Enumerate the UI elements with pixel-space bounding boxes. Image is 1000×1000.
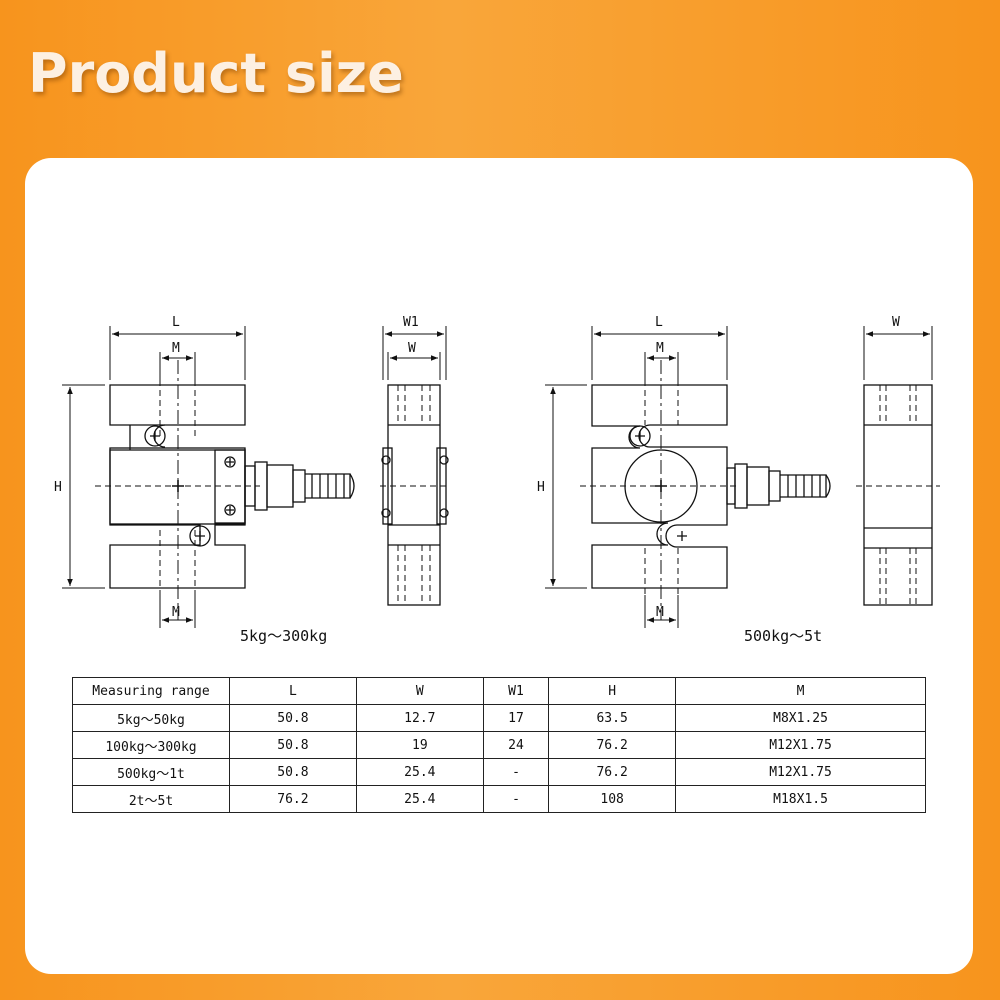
table-cell: 24 xyxy=(482,731,550,759)
table-row: 100kg～300kg 50.8 19 24 76.2 M12X1.75 xyxy=(72,731,926,759)
table-header-cell: L xyxy=(229,677,357,705)
table-cell: 17 xyxy=(482,704,550,732)
right-front-view xyxy=(580,360,831,620)
page-title: Product size xyxy=(28,42,404,105)
left-M-top-label: M xyxy=(172,341,180,356)
table-cell: M12X1.75 xyxy=(675,731,926,759)
table-cell: 500kg～1t xyxy=(72,758,230,786)
table-cell: 76.2 xyxy=(229,785,357,813)
table-cell: 2t～5t xyxy=(72,785,230,813)
right-M-bottom-label: M xyxy=(656,605,664,620)
table-cell: - xyxy=(482,758,550,786)
table-cell: 5kg～50kg xyxy=(72,704,230,732)
left-front-view xyxy=(95,360,355,620)
table-header-cell: W xyxy=(355,677,484,705)
right-dimensions xyxy=(545,326,728,628)
table-cell: 50.8 xyxy=(229,758,357,786)
table-header-cell: M xyxy=(675,677,926,705)
table-cell: 50.8 xyxy=(229,731,357,759)
table-cell: 25.4 xyxy=(355,785,484,813)
table-header-cell: H xyxy=(548,677,677,705)
table-header-cell: Measuring range xyxy=(72,677,230,705)
left-side-dimensions xyxy=(382,326,447,380)
table-header-cell: W1 xyxy=(482,677,550,705)
table-cell: 108 xyxy=(548,785,677,813)
table-row: 5kg～50kg 50.8 12.7 17 63.5 M8X1.25 xyxy=(72,704,926,732)
table-header-row: Measuring range L W W1 H M xyxy=(72,677,926,705)
table-cell: 100kg～300kg xyxy=(72,731,230,759)
right-side-view xyxy=(856,384,940,606)
right-M-top-label: M xyxy=(656,341,664,356)
left-H-label: H xyxy=(54,480,62,495)
dimension-table: Measuring range L W W1 H M 5kg～50kg 50.8… xyxy=(72,677,926,813)
table-cell: M12X1.75 xyxy=(675,758,926,786)
table-cell: - xyxy=(482,785,550,813)
table-cell: 19 xyxy=(355,731,484,759)
left-range-caption: 5kg～300kg xyxy=(240,627,327,645)
left-W1-label: W1 xyxy=(403,315,419,330)
left-dimensions xyxy=(62,326,246,628)
right-range-caption: 500kg～5t xyxy=(744,627,822,645)
table-cell: 25.4 xyxy=(355,758,484,786)
right-H-label: H xyxy=(537,480,545,495)
right-W-label: W xyxy=(892,315,900,330)
table-row: 2t～5t 76.2 25.4 - 108 M18X1.5 xyxy=(72,785,926,813)
left-M-bottom-label: M xyxy=(172,605,180,620)
content-panel xyxy=(25,158,973,974)
left-side-view xyxy=(380,384,449,606)
table-row: 500kg～1t 50.8 25.4 - 76.2 M12X1.75 xyxy=(72,758,926,786)
right-L-label: L xyxy=(655,315,663,330)
table-cell: 50.8 xyxy=(229,704,357,732)
table-cell: 12.7 xyxy=(355,704,484,732)
left-L-label: L xyxy=(172,315,180,330)
table-cell: 76.2 xyxy=(548,758,677,786)
right-side-dimensions xyxy=(863,326,933,380)
table-cell: 63.5 xyxy=(548,704,677,732)
table-cell: M18X1.5 xyxy=(675,785,926,813)
table-cell: 76.2 xyxy=(548,731,677,759)
left-W-label: W xyxy=(408,341,416,356)
table-cell: M8X1.25 xyxy=(675,704,926,732)
